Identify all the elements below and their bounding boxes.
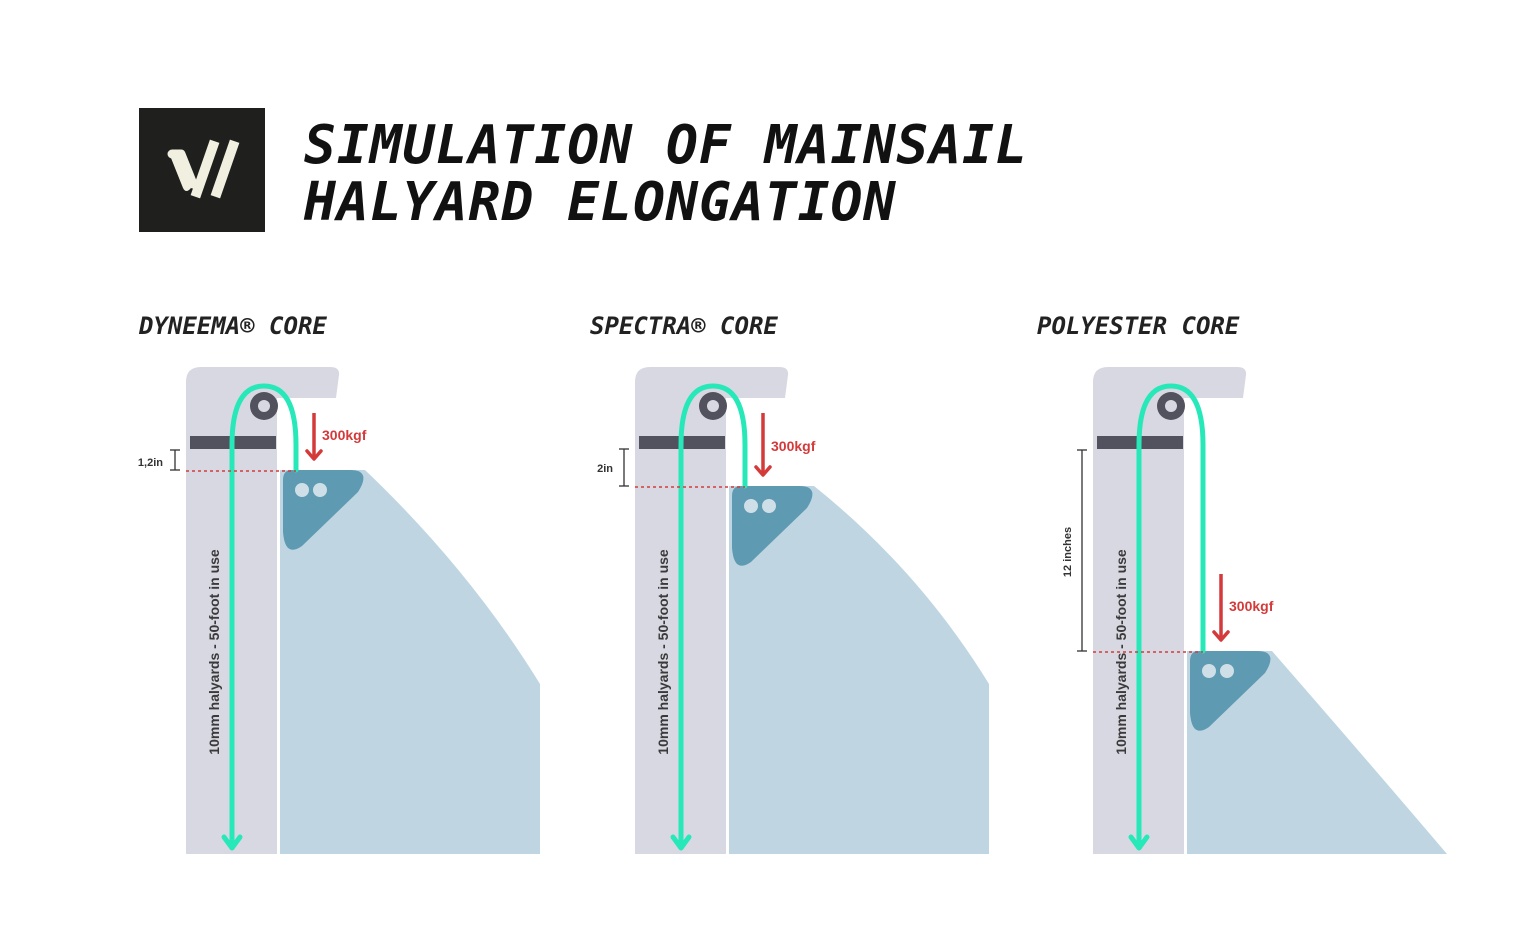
halyard-arrowhead [1128,834,1150,851]
elongation-label: 12 inches [1062,527,1074,577]
headboard-hole [744,499,758,513]
force-arrowhead [1212,630,1230,642]
halyard-arrowhead [670,834,692,851]
mast [186,367,340,854]
panel-title-dyneema: DYNEEMA® CORE [139,312,327,340]
sheave-hub [258,400,270,412]
sail [1187,651,1447,854]
page-title-line-2: HALYARD ELONGATION [304,172,897,233]
sail [280,470,540,854]
headboard-hole [313,483,327,497]
headboard-hole [1220,664,1234,678]
headboard-hole [1202,664,1216,678]
panel-title-polyester: POLYESTER CORE [1037,312,1240,340]
force-arrowhead [305,449,323,461]
halyard-label: 10mm halyards - 50-foot in use [1113,549,1129,755]
force-arrowhead [754,465,772,477]
mast [635,367,789,854]
force-label: 300kgf [322,427,367,443]
panel-diagram-2: 300kgf 12 inches 10mm halyards - 50-foot i… [1062,367,1447,854]
force-label: 300kgf [771,438,816,454]
panel-diagram-1: 300kgf 2in 10mm halyards - 50-foot in use [597,367,989,854]
headboard-hole [762,499,776,513]
panel-diagram-0: 300kgf 1,2in 10mm halyards - 50-foot in us… [138,367,540,854]
sail [729,486,989,854]
brand-logo [139,108,265,232]
brand-logo-icon [167,139,240,199]
halyard-label: 10mm halyards - 50-foot in use [655,549,671,755]
headboard-hole [295,483,309,497]
halyard-label: 10mm halyards - 50-foot in use [206,549,222,755]
halyard-line [229,383,299,845]
force-label: 300kgf [1229,598,1274,614]
page-title-line-1: SIMULATION OF MAINSAIL [304,115,1028,176]
mast [1093,367,1247,854]
halyard-line [1136,383,1206,845]
elongation-label: 2in [597,463,613,475]
sheave-hub [1165,400,1177,412]
sheave-hub [707,400,719,412]
halyard-arrowhead [221,834,243,851]
elongation-label: 1,2in [138,457,163,469]
panel-title-spectra: SPECTRA® CORE [590,312,778,340]
halyard-line [678,383,748,845]
